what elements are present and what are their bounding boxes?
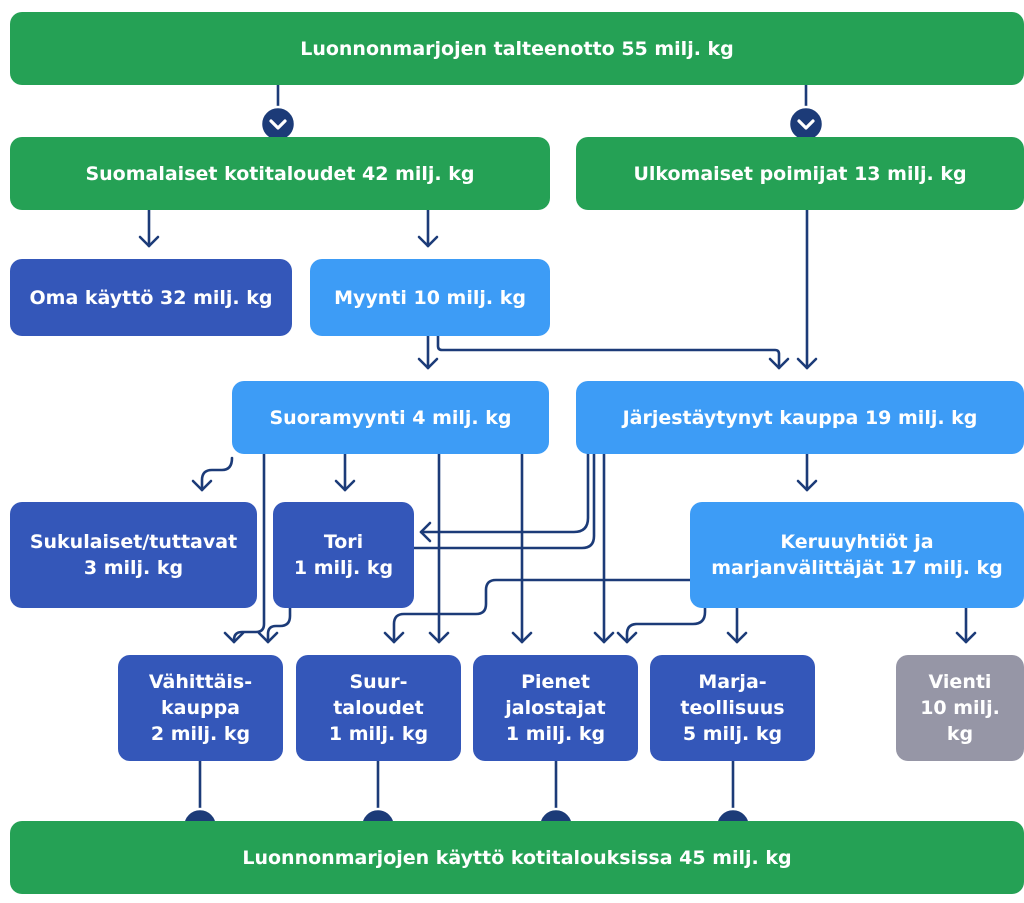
household-use-label: Luonnonmarjojen käyttö kotitalouksissa 4…	[242, 846, 792, 869]
chevron-circle-icon	[259, 105, 297, 143]
arrowhead-down	[796, 357, 818, 370]
direct-sales-label: Suoramyynti 4 milj. kg	[269, 406, 512, 429]
arrowhead-down	[768, 357, 790, 370]
retail-label-line1: Vähittäis-	[148, 671, 253, 693]
arrowhead-down	[191, 479, 213, 492]
chevron-down-icon	[797, 119, 815, 130]
chevron-down-icon	[269, 119, 287, 130]
harvest-box: Luonnonmarjojen talteenotto 55 milj. kg	[10, 12, 1024, 85]
collectors-box: Keruuyhtiöt ja marjanvälittäjät 17 milj.…	[690, 502, 1024, 608]
households-label: Suomalaiset kotitaloudet 42 milj. kg	[85, 162, 475, 185]
small-processors-label-line3: 1 milj. kg	[505, 723, 606, 745]
export-box: Vienti 10 milj. kg	[896, 655, 1024, 761]
berry-industry-box: Marja- teollisuus 5 milj. kg	[650, 655, 815, 761]
arrowhead-down	[417, 235, 439, 248]
arrowheads	[138, 235, 977, 644]
market-label-line2: 1 milj. kg	[293, 557, 394, 579]
connector-line	[392, 578, 692, 644]
foreign-pickers-label: Ulkomaiset poimijat 13 milj. kg	[633, 162, 967, 185]
relatives-label-line1: Sukulaiset/tuttavat	[29, 531, 238, 553]
retail-box: Vähittäis- kauppa 2 milj. kg	[118, 655, 283, 761]
large-kitchens-label-line1: Suur-	[349, 671, 408, 693]
organized-trade-label: Järjestäytynyt kauppa 19 milj. kg	[622, 406, 978, 429]
large-kitchens-label-line2: taloudet	[333, 697, 424, 719]
foreign-pickers-box: Ulkomaiset poimijat 13 milj. kg	[576, 137, 1024, 210]
berry-industry-label-line1: Marja-	[698, 671, 767, 693]
connector-line	[232, 452, 266, 644]
collectors-label-line1: Keruuyhtiöt ja	[780, 531, 934, 553]
market-label-line1: Tori	[323, 531, 364, 553]
relatives-box: Sukulaiset/tuttavat 3 milj. kg	[10, 502, 257, 608]
arrowhead-down	[257, 631, 279, 644]
arrowhead-down	[138, 235, 160, 248]
small-processors-label-line2: jalostajat	[505, 697, 606, 719]
connector-line	[436, 334, 781, 370]
berry-industry-label-line2: teollisuus	[680, 697, 785, 719]
arrowhead-left	[419, 521, 432, 543]
export-label-line1: Vienti	[928, 671, 992, 693]
connector-line	[419, 452, 590, 534]
berry-industry-label-line3: 5 milj. kg	[682, 723, 783, 745]
collectors-label-line2: marjanvälittäjät 17 milj. kg	[711, 557, 1003, 579]
retail-label-line2: kauppa	[160, 697, 240, 719]
export-label-line2: 10 milj. kg	[920, 697, 1000, 745]
chevron-circle-icon	[787, 105, 825, 143]
retail-label-line3: 2 milj. kg	[150, 723, 251, 745]
market-box: Tori 1 milj. kg	[273, 502, 414, 608]
connector-line	[200, 456, 234, 492]
arrowhead-down	[511, 631, 533, 644]
large-kitchens-label-line3: 1 milj. kg	[328, 723, 429, 745]
small-processors-label-line1: Pienet	[521, 671, 590, 693]
own-use-box: Oma käyttö 32 milj. kg	[10, 259, 292, 336]
harvest-label: Luonnonmarjojen talteenotto 55 milj. kg	[300, 37, 734, 60]
arrowhead-down	[383, 631, 405, 644]
arrowhead-down	[417, 357, 439, 370]
households-box: Suomalaiset kotitaloudet 42 milj. kg	[10, 137, 550, 210]
sales-box: Myynti 10 milj. kg	[310, 259, 550, 336]
arrowhead-down	[616, 631, 638, 644]
arrowhead-down	[428, 631, 450, 644]
arrowhead-down	[796, 479, 818, 492]
direct-sales-box: Suoramyynti 4 milj. kg	[232, 381, 549, 454]
organized-trade-box: Järjestäytynyt kauppa 19 milj. kg	[576, 381, 1024, 454]
arrowhead-down	[593, 631, 615, 644]
arrowhead-down	[223, 631, 245, 644]
arrowhead-down	[726, 631, 748, 644]
small-processors-box: Pienet jalostajat 1 milj. kg	[473, 655, 638, 761]
household-use-box: Luonnonmarjojen käyttö kotitalouksissa 4…	[10, 821, 1024, 894]
arrowhead-down	[955, 631, 977, 644]
own-use-label: Oma käyttö 32 milj. kg	[29, 286, 273, 309]
arrowhead-down	[334, 479, 356, 492]
relatives-label-line2: 3 milj. kg	[83, 557, 184, 579]
connector-line	[625, 606, 707, 644]
large-kitchens-box: Suur- taloudet 1 milj. kg	[296, 655, 461, 761]
sales-label: Myynti 10 milj. kg	[334, 286, 526, 309]
